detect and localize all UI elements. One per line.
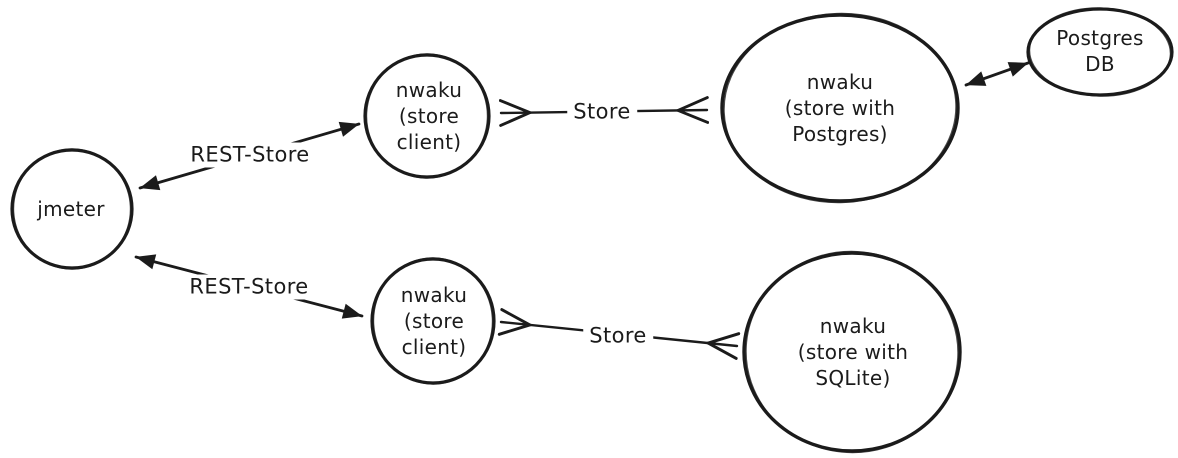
node-label-line: (store (403, 309, 465, 333)
node-label-line: (store (398, 104, 460, 128)
node-label-line: client) (396, 130, 462, 154)
node-store-client-bottom-shape (370, 257, 496, 385)
node-label-line: Postgres (1056, 26, 1144, 50)
edge-label-store-top: Store (567, 99, 637, 125)
node-label-line: (store with (784, 96, 896, 120)
node-store-client-bottom-label: nwaku (store client) (401, 282, 467, 360)
edge-postgres-db-link (964, 61, 1030, 87)
node-store-client-top-shape (363, 53, 491, 179)
node-label-line: nwaku (395, 78, 463, 102)
node-label-line: SQLite) (815, 366, 891, 390)
node-label-line: nwaku (400, 283, 468, 307)
node-jmeter-label: jmeter (37, 196, 105, 222)
node-label-line: jmeter (37, 197, 105, 221)
node-label-line: nwaku (806, 70, 874, 94)
node-store-postgres-shape (720, 12, 960, 204)
node-jmeter-shape (10, 148, 134, 270)
node-label-line: (store with (797, 340, 909, 364)
node-label-line: Postgres) (792, 122, 888, 146)
node-store-sqlite-label: nwaku (store with SQLite) (798, 313, 908, 391)
node-postgres-db-label: Postgres DB (1056, 25, 1143, 77)
node-label-line: nwaku (819, 314, 887, 338)
edge-label-rest-store-top: REST-Store (184, 142, 316, 168)
node-store-postgres-label: nwaku (store with Postgres) (785, 69, 895, 147)
edge-label-rest-store-bottom: REST-Store (183, 274, 315, 300)
node-postgres-db-shape (1026, 7, 1174, 97)
node-store-client-top-label: nwaku (store client) (396, 77, 462, 155)
node-label-line: DB (1085, 52, 1115, 76)
node-store-sqlite-shape (742, 250, 962, 454)
edge-label-store-bottom: Store (583, 323, 653, 349)
node-label-line: client) (401, 335, 467, 359)
